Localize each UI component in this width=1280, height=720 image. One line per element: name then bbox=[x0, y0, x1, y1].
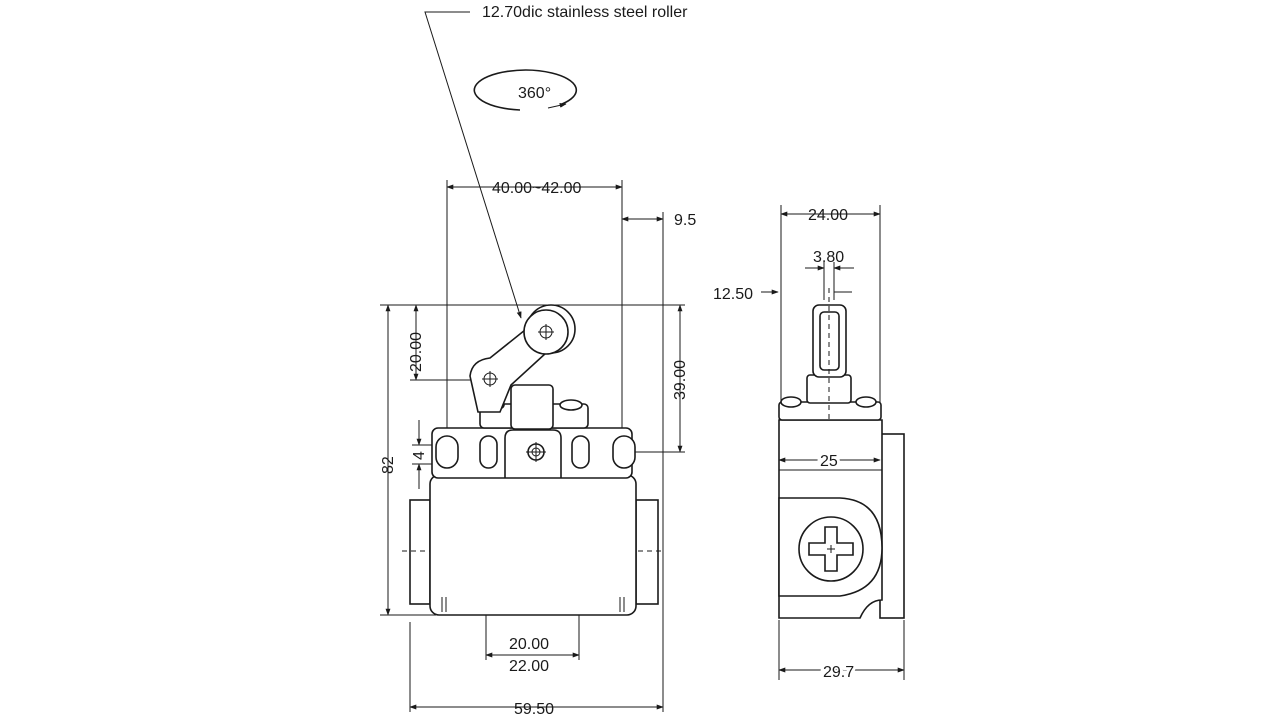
plunger-shaft bbox=[510, 384, 554, 430]
right-boss bbox=[635, 499, 659, 605]
dim-slot: 4 bbox=[411, 451, 428, 460]
dim-inner-holes-alt: 22.00 bbox=[509, 658, 549, 675]
dim-offset: 9.5 bbox=[674, 212, 696, 229]
roller-callout: 12.70dic stainless steel roller bbox=[424, 4, 688, 319]
dim-top-width: 24.00 bbox=[808, 207, 848, 224]
slot-hole-4 bbox=[612, 435, 636, 469]
dim-total-height: 82 bbox=[380, 456, 397, 474]
dim-body: 25 bbox=[820, 453, 838, 470]
dim-top-to-holes: 39.00 bbox=[672, 360, 689, 400]
dim-inner-holes: 20.00 bbox=[509, 636, 549, 653]
roller-callout-label: 12.70dic stainless steel roller bbox=[482, 4, 688, 21]
front-view: 40.00~42.00 9.5 20.00 39.00 4 82 20.00 2… bbox=[380, 180, 696, 718]
left-boss bbox=[409, 499, 431, 605]
dim-lever-span: 40.00~42.00 bbox=[492, 180, 582, 197]
slot-hole-3 bbox=[571, 435, 590, 469]
slot-hole-1 bbox=[435, 435, 459, 469]
dim-total-width: 59.50 bbox=[514, 701, 554, 718]
rotation-indicator: 360° bbox=[473, 69, 578, 111]
switch-body bbox=[429, 474, 637, 616]
dim-side-offset: 12.50 bbox=[713, 286, 753, 303]
dim-roller-height: 20.00 bbox=[408, 332, 425, 372]
dim-plunger: 3.80 bbox=[813, 249, 844, 266]
head-screw-right bbox=[559, 399, 583, 411]
rear-flange bbox=[879, 433, 905, 619]
slot-hole-2 bbox=[479, 435, 498, 469]
rotation-label: 360° bbox=[518, 85, 551, 102]
dim-depth: 29.7 bbox=[823, 664, 854, 681]
side-view: 24.00 3.80 12.50 25 29.7 bbox=[713, 205, 905, 684]
